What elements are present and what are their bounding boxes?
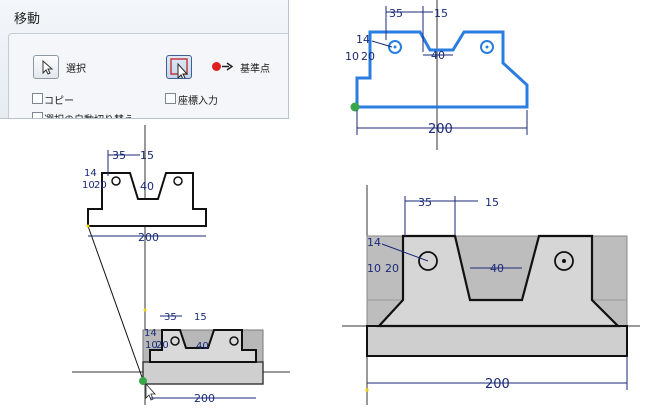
base-point-label: 基準点 [240, 64, 270, 75]
select-button[interactable] [33, 55, 59, 79]
dim-label-40-moved[interactable]: 40 [196, 341, 209, 352]
dim-label-15[interactable]: 15 [434, 7, 448, 20]
hole-center-left [393, 45, 397, 49]
cursor-icon [42, 59, 54, 75]
hole-left-result [418, 251, 438, 271]
move-dialog: 移動 選択 基準点 コピー 座標入力 選択の自動切り替え [0, 0, 289, 119]
dim-label-14-result[interactable]: 14 [367, 236, 381, 249]
original-profile[interactable] [87, 172, 207, 227]
solid-base[interactable] [142, 361, 264, 385]
base-point-button[interactable] [166, 55, 192, 80]
solid-base-large[interactable] [366, 325, 628, 357]
selected-sketch-view[interactable]: 35 15 14 10 20 40 200 [345, 0, 529, 150]
dim-label-15-result[interactable]: 15 [485, 196, 499, 209]
coord-input-label: 座標入力 [178, 96, 218, 107]
dim-label-35-result[interactable]: 35 [418, 196, 432, 209]
hole-center-right [485, 45, 489, 49]
select-label: 選択 [66, 64, 86, 75]
auto-switch-checkbox[interactable] [32, 112, 43, 118]
profile-outline[interactable] [355, 30, 529, 109]
dim-label-14-orig[interactable]: 14 [84, 168, 97, 179]
result-view[interactable]: 35 15 14 10 20 40 200 [342, 185, 640, 405]
origin-point-result-icon [365, 388, 369, 392]
dim-label-35[interactable]: 35 [389, 7, 403, 20]
arrow-right-icon [222, 62, 234, 71]
hole-left-original [111, 176, 121, 186]
dim-label-200[interactable]: 200 [428, 122, 453, 137]
leader-14 [371, 40, 393, 48]
dim-label-200-moved[interactable]: 200 [194, 392, 215, 405]
hole-circle-left[interactable] [388, 40, 402, 54]
dim-label-200-orig[interactable]: 200 [138, 231, 159, 244]
dim-label-10-result[interactable]: 10 [367, 262, 381, 275]
hole-left-moved [170, 336, 180, 346]
dim-label-20-result[interactable]: 20 [385, 262, 399, 275]
auto-switch-label: 選択の自動切り替え [44, 111, 134, 118]
dim-label-35-orig[interactable]: 35 [112, 149, 126, 162]
hole-right-original [173, 176, 183, 186]
move-target-point-icon[interactable] [139, 377, 147, 385]
dim-label-40[interactable]: 40 [431, 49, 445, 62]
hole-center-result [562, 259, 566, 263]
dim-label-20-orig[interactable]: 20 [94, 180, 107, 191]
dim-label-10-orig[interactable]: 10 [82, 180, 95, 191]
dim-label-10[interactable]: 10 [345, 50, 359, 63]
snap-point-icon [143, 308, 147, 312]
dim-label-35-moved[interactable]: 35 [164, 312, 177, 323]
dim-label-10-moved[interactable]: 10 [145, 340, 158, 351]
dim-label-20-moved[interactable]: 20 [156, 340, 169, 351]
dim-label-15-orig[interactable]: 15 [140, 149, 154, 162]
mouse-cursor-icon [145, 382, 156, 401]
dim-label-20[interactable]: 20 [361, 50, 375, 63]
origin-point-icon [86, 224, 90, 228]
dialog-title: 移動 [14, 12, 41, 27]
leader-14-result [381, 243, 429, 262]
dim-label-14[interactable]: 14 [356, 33, 370, 46]
hole-circle-right[interactable] [480, 40, 494, 54]
base-point-marker-icon [212, 62, 221, 71]
dim-label-200-result[interactable]: 200 [485, 377, 510, 392]
dim-label-14-moved[interactable]: 14 [144, 328, 157, 339]
copy-checkbox[interactable] [32, 93, 43, 104]
hole-right-moved [229, 336, 239, 346]
move-preview-view[interactable]: 35 15 14 10 20 40 200 35 15 14 10 20 40 … [72, 125, 290, 405]
move-vector-line [87, 225, 144, 381]
moved-profile[interactable] [149, 329, 257, 363]
dim-label-40-result[interactable]: 40 [490, 262, 504, 275]
dim-label-40-orig[interactable]: 40 [140, 180, 154, 193]
dim-label-15-moved[interactable]: 15 [194, 312, 207, 323]
copy-label: コピー [44, 96, 74, 107]
base-point-icon[interactable] [350, 102, 360, 112]
hole-right-result [554, 251, 574, 271]
coord-input-checkbox[interactable] [165, 93, 176, 104]
